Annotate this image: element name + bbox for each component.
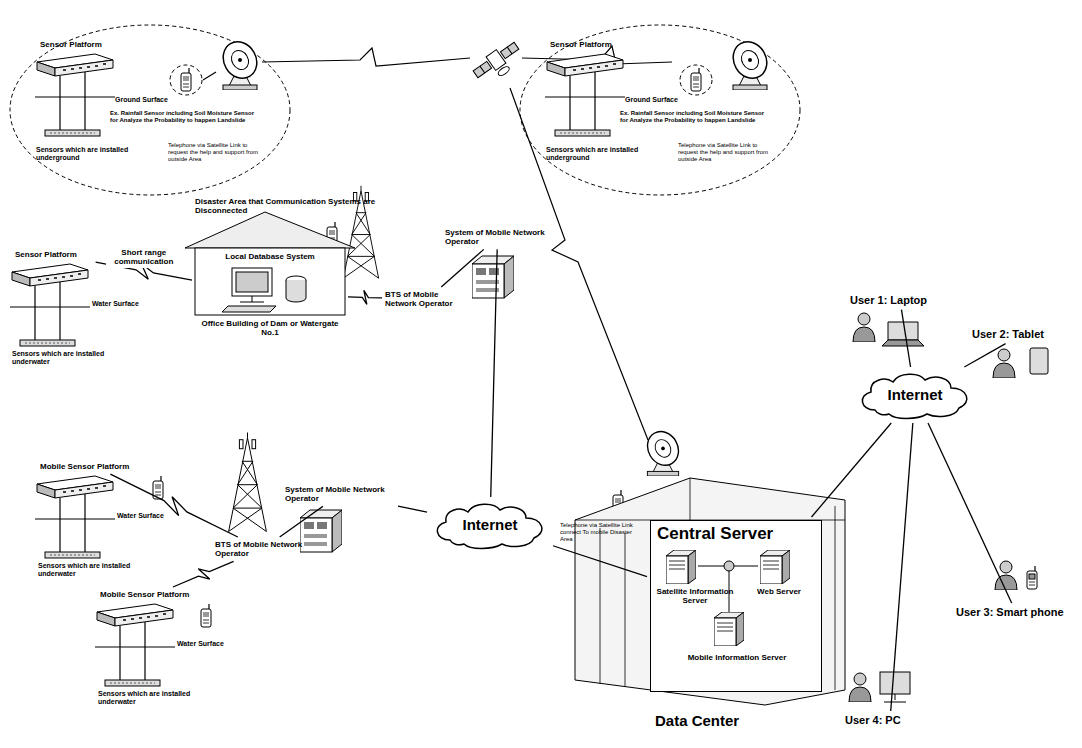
node-title: System of Mobile Network Operator xyxy=(285,485,395,503)
cloud-shape xyxy=(862,374,966,418)
network-link xyxy=(491,249,497,497)
node-title: BTS of Mobile Network Operator xyxy=(385,290,470,308)
network-link xyxy=(964,344,1005,367)
office-building xyxy=(185,212,355,315)
wireless-link xyxy=(173,561,234,587)
node-label-box: User 1: Laptop xyxy=(850,294,950,307)
annotation-label: Disaster Area that Communication Systems… xyxy=(195,197,415,215)
annotation-label: Ground Surface xyxy=(115,96,195,104)
network-link xyxy=(812,423,892,517)
node-label-box: Mobile Sensor Platform xyxy=(100,590,210,599)
node-title: Local Database System xyxy=(195,252,345,261)
node-title: Sensor Platform xyxy=(40,40,120,49)
node-title: Sensor Platform xyxy=(550,40,630,49)
annotation-label: Sensors which are installed underwater xyxy=(12,350,112,366)
annotation-label: Telephone via Satellite Link to request … xyxy=(678,142,778,163)
annotation-label: Ground Surface xyxy=(625,96,705,104)
server-group-box: Central ServerSatellite Information Serv… xyxy=(650,520,822,692)
node-title: Mobile Sensor Platform xyxy=(40,462,150,471)
node-title: Mobile Sensor Platform xyxy=(100,590,210,599)
node-title: User 2: Tablet xyxy=(972,328,1072,341)
annotation-label: Sensors which are installed underwater xyxy=(38,562,138,578)
network-link xyxy=(398,506,427,512)
node-label-box: Mobile Sensor Platform xyxy=(40,462,150,471)
node-label-box: Sensor Platform xyxy=(550,40,630,49)
annotation-label: Telephone via Satellite Link to request … xyxy=(168,142,268,163)
cloud-shape xyxy=(437,504,541,548)
annotation-label: Ex. Rainfall Sensor including Soil Moist… xyxy=(110,110,260,124)
annotation-label: Water Surface xyxy=(177,640,247,648)
annotation-label: Sensors which are installed underground xyxy=(546,146,666,162)
annotation-label: Telephone via Satellite Link connect To … xyxy=(560,522,640,543)
node-title: System of Mobile Network Operator xyxy=(445,228,550,246)
node-title: Mobile Information Server xyxy=(687,653,787,662)
node-label-box: Local Database SystemOffice Building of … xyxy=(195,252,345,338)
network-link xyxy=(901,310,910,367)
link-label: Short range communication xyxy=(106,247,182,267)
node-title: User 3: Smart phone xyxy=(956,606,1076,619)
annotation-label: Ex. Rainfall Sensor including Soil Moist… xyxy=(620,110,770,124)
node-title: User 1: Laptop xyxy=(850,294,950,307)
internet-cloud: Internet xyxy=(855,370,975,420)
network-link xyxy=(280,506,323,537)
annotation-label: Sensors which are installed underwater xyxy=(98,690,198,706)
network-link xyxy=(441,249,483,287)
annotation-label: Sensors which are installed underground xyxy=(36,146,156,162)
node-label-box: Web Server xyxy=(743,587,815,596)
node-label-box: System of Mobile Network Operator xyxy=(285,485,395,503)
node-title: Central Server xyxy=(657,524,815,544)
node-caption: Office Building of Dam or Watergate No.1 xyxy=(195,319,345,337)
node-label-box: BTS of Mobile Network Operator xyxy=(215,540,310,558)
node-title: Satellite Information Server xyxy=(655,587,735,605)
annotation-label: Water Surface xyxy=(92,300,162,308)
node-label-box: System of Mobile Network Operator xyxy=(445,228,550,246)
sensor-platform-icon xyxy=(10,54,625,686)
internet-cloud: Internet xyxy=(430,500,550,550)
node-title: BTS of Mobile Network Operator xyxy=(215,540,310,558)
node-title: Sensor Platform xyxy=(15,250,95,259)
node-label-box: User 4: PC xyxy=(845,714,935,727)
node-title: User 4: PC xyxy=(845,714,935,727)
user-icon xyxy=(849,313,1048,702)
node-title: Internet xyxy=(462,516,517,533)
data-center-building xyxy=(575,478,845,705)
annotation-label: Water Surface xyxy=(117,512,187,520)
satellite xyxy=(471,39,526,88)
node-label-box: User 3: Smart phone xyxy=(956,606,1076,619)
network-link xyxy=(553,546,647,577)
disaster-area-ellipse xyxy=(10,25,800,195)
node-label-box: Sensor Platform xyxy=(40,40,120,49)
network-link xyxy=(928,423,1012,603)
node-title: Internet xyxy=(887,386,942,403)
network-link xyxy=(891,423,913,711)
wireless-link xyxy=(110,474,237,537)
node-label-box: Sensor Platform xyxy=(15,250,95,259)
node-label-box: BTS of Mobile Network Operator xyxy=(385,290,470,308)
node-label-box: User 2: Tablet xyxy=(972,328,1072,341)
node-label-box: Mobile Information Server xyxy=(687,653,787,662)
wireless-link xyxy=(348,290,382,304)
node-title: Web Server xyxy=(743,587,815,596)
node-label-box: Satellite Information Server xyxy=(655,587,735,605)
site-title: Data Center xyxy=(655,712,795,729)
